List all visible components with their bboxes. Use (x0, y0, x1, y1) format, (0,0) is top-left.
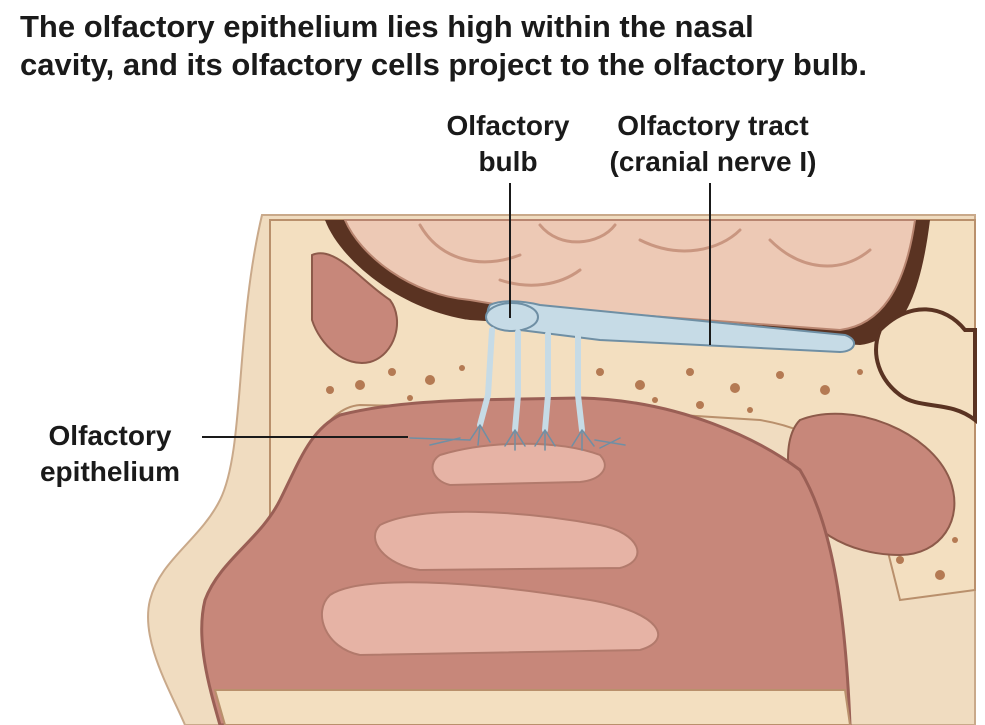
label-olfactory-bulb-line-2: bulb (478, 146, 538, 177)
figure-caption: The olfactory epithelium lies high withi… (20, 8, 960, 84)
label-olfactory-tract: Olfactory tract (cranial nerve I) (588, 108, 838, 180)
label-olfactory-epithelium-line-1: Olfactory (48, 420, 172, 451)
label-olfactory-bulb: Olfactory bulb (428, 108, 588, 180)
label-olfactory-tract-line-2: (cranial nerve I) (609, 146, 817, 177)
label-olfactory-epithelium: Olfactory epithelium (20, 418, 200, 490)
hard-palate (213, 689, 852, 725)
inferior-turbinate (320, 581, 660, 657)
olfactory-nerve-fibers (477, 327, 585, 433)
superior-turbinate (431, 442, 606, 487)
caption-line-2: cavity, and its olfactory cells project … (20, 47, 867, 82)
olfactory-bulb-shape (485, 302, 539, 332)
frontal-sinus (311, 252, 399, 364)
label-olfactory-epithelium-line-2: epithelium (39, 456, 180, 487)
label-olfactory-tract-line-1: Olfactory tract (617, 110, 809, 141)
middle-turbinate (374, 510, 639, 572)
caption-line-1: The olfactory epithelium lies high withi… (20, 9, 754, 44)
posterior-bone (874, 307, 977, 425)
label-olfactory-bulb-line-1: Olfactory (446, 110, 570, 141)
